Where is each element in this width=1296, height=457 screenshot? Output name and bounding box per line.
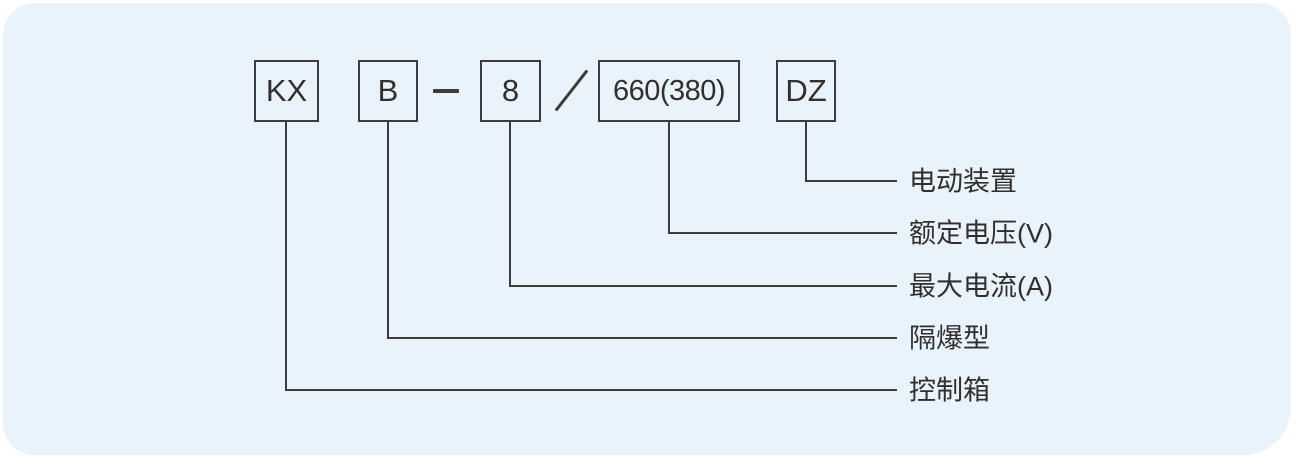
connector-660-horizontal [668,232,897,234]
code-box-dz-text: DZ [785,73,827,108]
code-box-kx: KX [254,60,319,122]
diagram-panel: KX B 8 660(380) DZ [3,3,1291,455]
slash-separator-icon [554,69,589,112]
code-box-b-text: B [377,73,399,108]
code-box-8-text: 8 [501,73,520,108]
connector-dz-horizontal [805,180,897,182]
connector-b-vertical [387,120,389,339]
legend-label-control-box: 控制箱 [909,375,990,406]
code-box-kx-text: KX [265,73,308,108]
code-box-dz: DZ [776,60,836,122]
code-box-660-380-text: 660(380) [612,74,726,107]
connector-kx-vertical [285,120,287,391]
legend-label-electric-device: 电动装置 [909,166,1017,197]
code-box-b: B [358,60,418,122]
connector-dz-vertical [805,120,807,182]
connector-660-vertical [668,120,670,234]
code-box-8: 8 [480,60,541,122]
legend-label-max-current: 最大电流(A) [909,271,1053,302]
legend-label-flameproof-type: 隔爆型 [909,323,990,354]
model-designation-diagram: KX B 8 660(380) DZ [3,3,1291,455]
connector-kx-horizontal [285,389,897,391]
connector-8-vertical [509,120,511,287]
dash-separator-icon [433,89,459,93]
connector-b-horizontal [387,337,897,339]
code-box-660-380: 660(380) [598,60,740,122]
connector-8-horizontal [509,285,897,287]
legend-label-rated-voltage: 额定电压(V) [909,218,1053,249]
